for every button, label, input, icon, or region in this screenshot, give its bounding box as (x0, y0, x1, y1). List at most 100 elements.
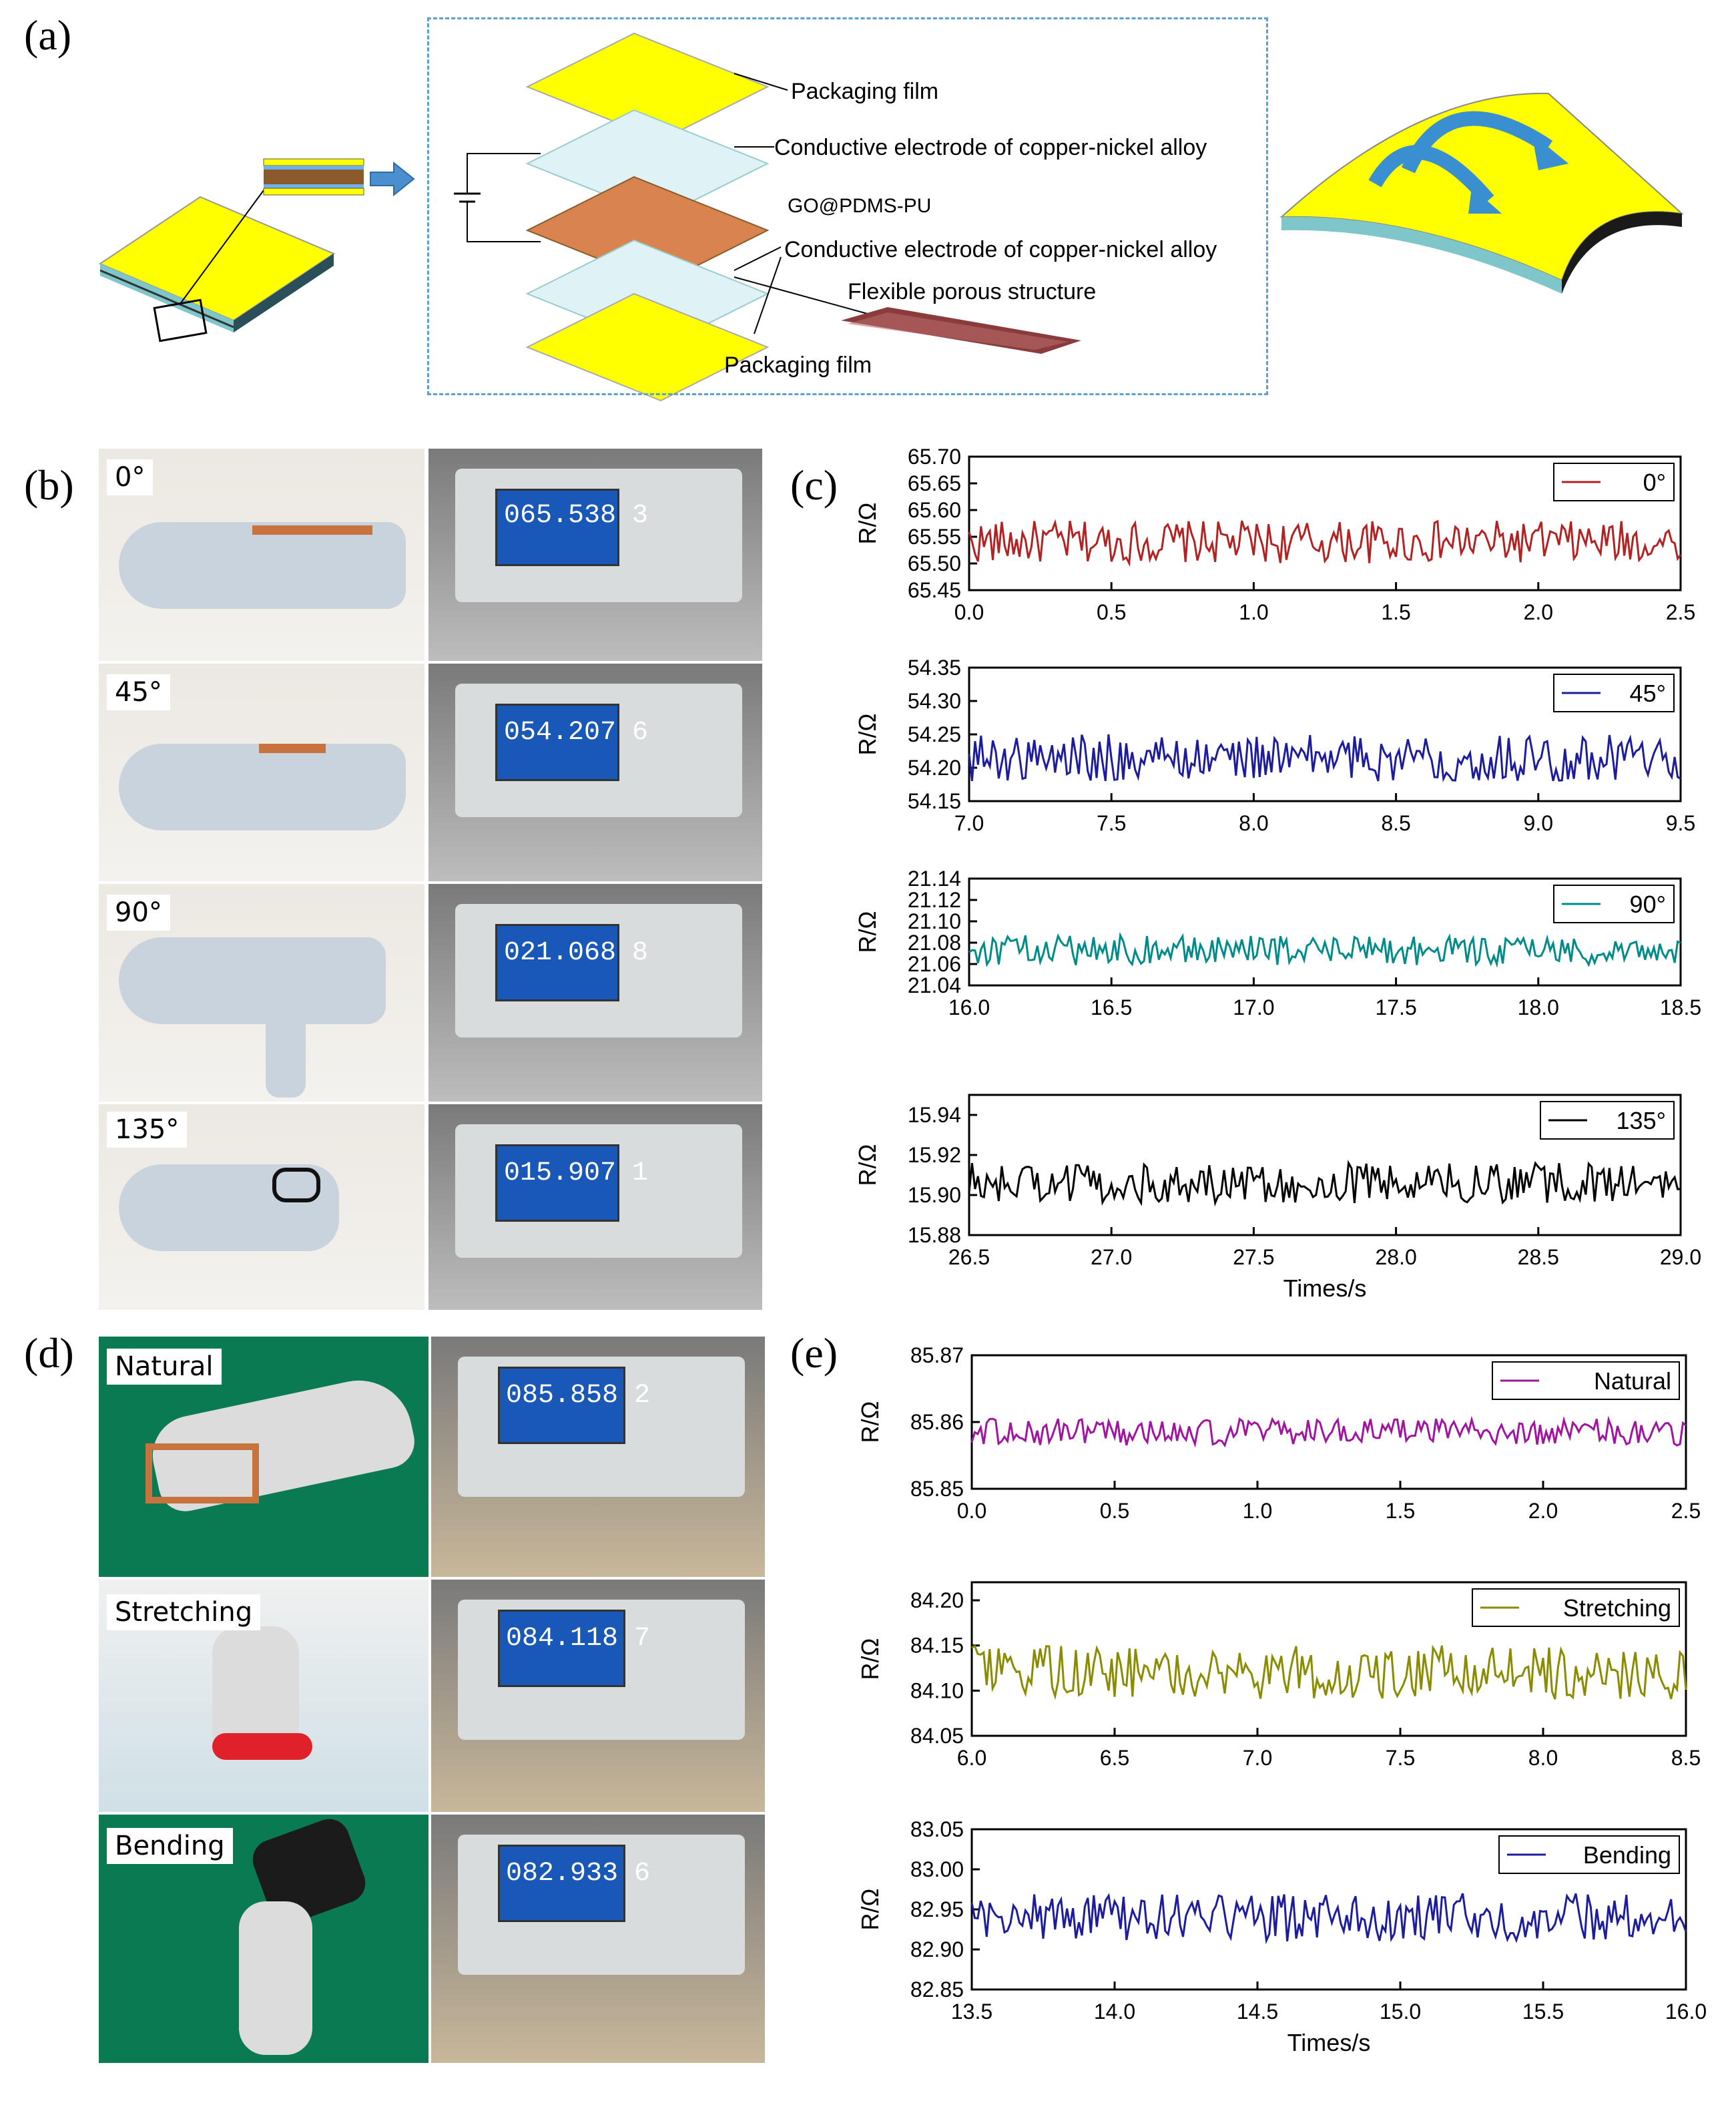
y-tick-label-0-4: 65.65 (908, 471, 961, 495)
angle-label-45: 45° (107, 674, 170, 710)
x-tick-label-0-1: 0.5 (1097, 600, 1126, 624)
y-axis-label-3: R/Ω (854, 1144, 881, 1186)
series-line-2 (968, 931, 1681, 968)
x-tick-label-3-4: 28.5 (1518, 1245, 1559, 1269)
x-tick-label-0-0: 0.0 (954, 600, 984, 624)
y-tick-label-3-3: 15.94 (908, 1103, 961, 1127)
plot-frame-3 (968, 1094, 1682, 1236)
state-label-natural: Natural (107, 1349, 222, 1385)
y-tick-label-1-1: 54.20 (908, 756, 961, 780)
x-tick-label-5-0: 6.0 (957, 1746, 986, 1770)
y-tick-label-2-4: 21.12 (908, 888, 961, 912)
x-tick-label-6-1: 14.0 (1094, 2000, 1135, 2024)
y-tick-label-1-4: 54.35 (908, 656, 961, 680)
x-tick-label-4-4: 2.0 (1528, 1499, 1558, 1523)
y-tick-label-0-3: 65.60 (908, 498, 961, 522)
panel-label-a: (a) (24, 11, 72, 59)
y-tick-label-5-3: 84.20 (910, 1588, 964, 1612)
x-tick-label-3-5: 29.0 (1660, 1245, 1701, 1269)
y-axis-label-6: R/Ω (856, 1889, 884, 1931)
panel-label-c: (c) (790, 461, 838, 509)
series-line-1 (968, 734, 1681, 782)
x-tick-label-6-2: 14.5 (1237, 2000, 1278, 2024)
x-tick-label-0-3: 1.5 (1381, 600, 1410, 624)
label-go-pdms-pu: GO@PDMS-PU (788, 195, 932, 217)
photo-glove-135 (99, 1104, 424, 1310)
y-axis-label-4: R/Ω (856, 1401, 884, 1443)
y-tick-label-4-2: 85.87 (910, 1343, 964, 1367)
meter-reading-45: 054.207 6 (504, 718, 649, 748)
label-electrode-top: Conductive electrode of copper-nickel al… (774, 135, 1207, 160)
x-tick-label-2-0: 16.0 (948, 995, 990, 1019)
label-electrode-bottom: Conductive electrode of copper-nickel al… (784, 237, 1217, 262)
x-tick-label-1-5: 9.5 (1666, 811, 1695, 835)
x-tick-label-1-2: 8.0 (1239, 811, 1268, 835)
legend-label-2: 90° (1630, 891, 1666, 918)
panel-label-b: (b) (24, 461, 74, 509)
y-tick-label-3-0: 15.88 (908, 1223, 961, 1247)
x-tick-label-2-2: 17.0 (1233, 995, 1274, 1019)
exploded-layers (454, 32, 1081, 402)
series-line-0 (968, 519, 1682, 567)
y-axis-label-1: R/Ω (854, 714, 881, 756)
y-axis-label-0: R/Ω (854, 503, 881, 545)
y-tick-label-1-3: 54.30 (908, 689, 961, 713)
meter-reading-0: 065.538 3 (504, 501, 649, 531)
x-tick-label-5-3: 7.5 (1386, 1746, 1415, 1770)
x-tick-label-4-2: 1.0 (1243, 1499, 1272, 1523)
x-tick-label-3-0: 26.5 (948, 1245, 990, 1269)
x-tick-label-5-5: 8.5 (1671, 1746, 1701, 1770)
layer-stack-box (427, 17, 1268, 395)
legend-label-3: 135° (1617, 1107, 1666, 1134)
meter-reading-bending: 082.933 6 (506, 1859, 651, 1889)
x-tick-label-4-5: 2.5 (1671, 1499, 1701, 1523)
x-tick-label-6-4: 15.5 (1522, 2000, 1564, 2024)
cross-section-mini (263, 158, 364, 196)
x-tick-label-0-4: 2.0 (1524, 600, 1553, 624)
x-tick-label-5-1: 6.5 (1100, 1746, 1129, 1770)
photo-meter-90 (428, 884, 762, 1102)
angle-label-90: 90° (107, 895, 170, 931)
y-axis-label-5: R/Ω (856, 1638, 884, 1680)
x-tick-label-5-4: 8.0 (1528, 1746, 1558, 1770)
y-axis-label-2: R/Ω (854, 911, 881, 953)
y-tick-label-6-0: 82.85 (910, 1977, 964, 2002)
x-tick-label-3-1: 27.0 (1091, 1245, 1132, 1269)
x-tick-label-1-4: 9.0 (1524, 811, 1553, 835)
legend-label-4: Natural (1594, 1367, 1671, 1395)
device-sheet-small (98, 190, 336, 342)
x-tick-label-0-2: 1.0 (1239, 600, 1268, 624)
meter-reading-stretching: 084.118 7 (506, 1624, 651, 1654)
x-tick-label-6-3: 15.0 (1380, 2000, 1421, 2024)
series-line-5 (971, 1644, 1687, 1700)
state-label-bending: Bending (107, 1828, 233, 1864)
panel-label-e: (e) (790, 1329, 838, 1377)
x-tick-label-6-5: 16.0 (1665, 2000, 1707, 2024)
y-tick-label-6-1: 82.90 (910, 1937, 964, 1961)
y-tick-label-2-3: 21.10 (908, 909, 961, 933)
photo-meter-0 (428, 449, 762, 661)
label-porous-structure: Flexible porous structure (848, 279, 1097, 304)
arrow-right-icon (370, 161, 415, 197)
x-tick-label-4-0: 0.0 (957, 1499, 986, 1523)
x-tick-label-1-1: 7.5 (1097, 811, 1126, 835)
y-tick-label-0-2: 65.55 (908, 525, 961, 549)
x-tick-label-2-4: 18.0 (1518, 995, 1559, 1019)
legend-label-0: 0° (1643, 469, 1666, 496)
plot-frame-0 (968, 455, 1682, 592)
photo-meter-135 (428, 1104, 762, 1310)
plot-frame-2 (968, 877, 1682, 987)
y-tick-label-6-2: 82.95 (910, 1897, 964, 1921)
angle-label-0: 0° (107, 459, 154, 495)
plot-frame-5 (970, 1581, 1687, 1737)
x-tick-label-2-5: 18.5 (1660, 995, 1701, 1019)
x-tick-label-2-3: 17.5 (1375, 995, 1416, 1019)
y-tick-label-4-1: 85.86 (910, 1410, 964, 1434)
x-tick-label-0-5: 2.5 (1666, 600, 1695, 624)
y-tick-label-2-0: 21.04 (908, 973, 961, 997)
series-line-4 (970, 1415, 1687, 1448)
series-line-6 (970, 1893, 1687, 1945)
y-tick-label-2-5: 21.14 (908, 867, 961, 891)
x-tick-label-1-3: 8.5 (1381, 811, 1410, 835)
y-tick-label-2-1: 21.06 (908, 952, 961, 976)
